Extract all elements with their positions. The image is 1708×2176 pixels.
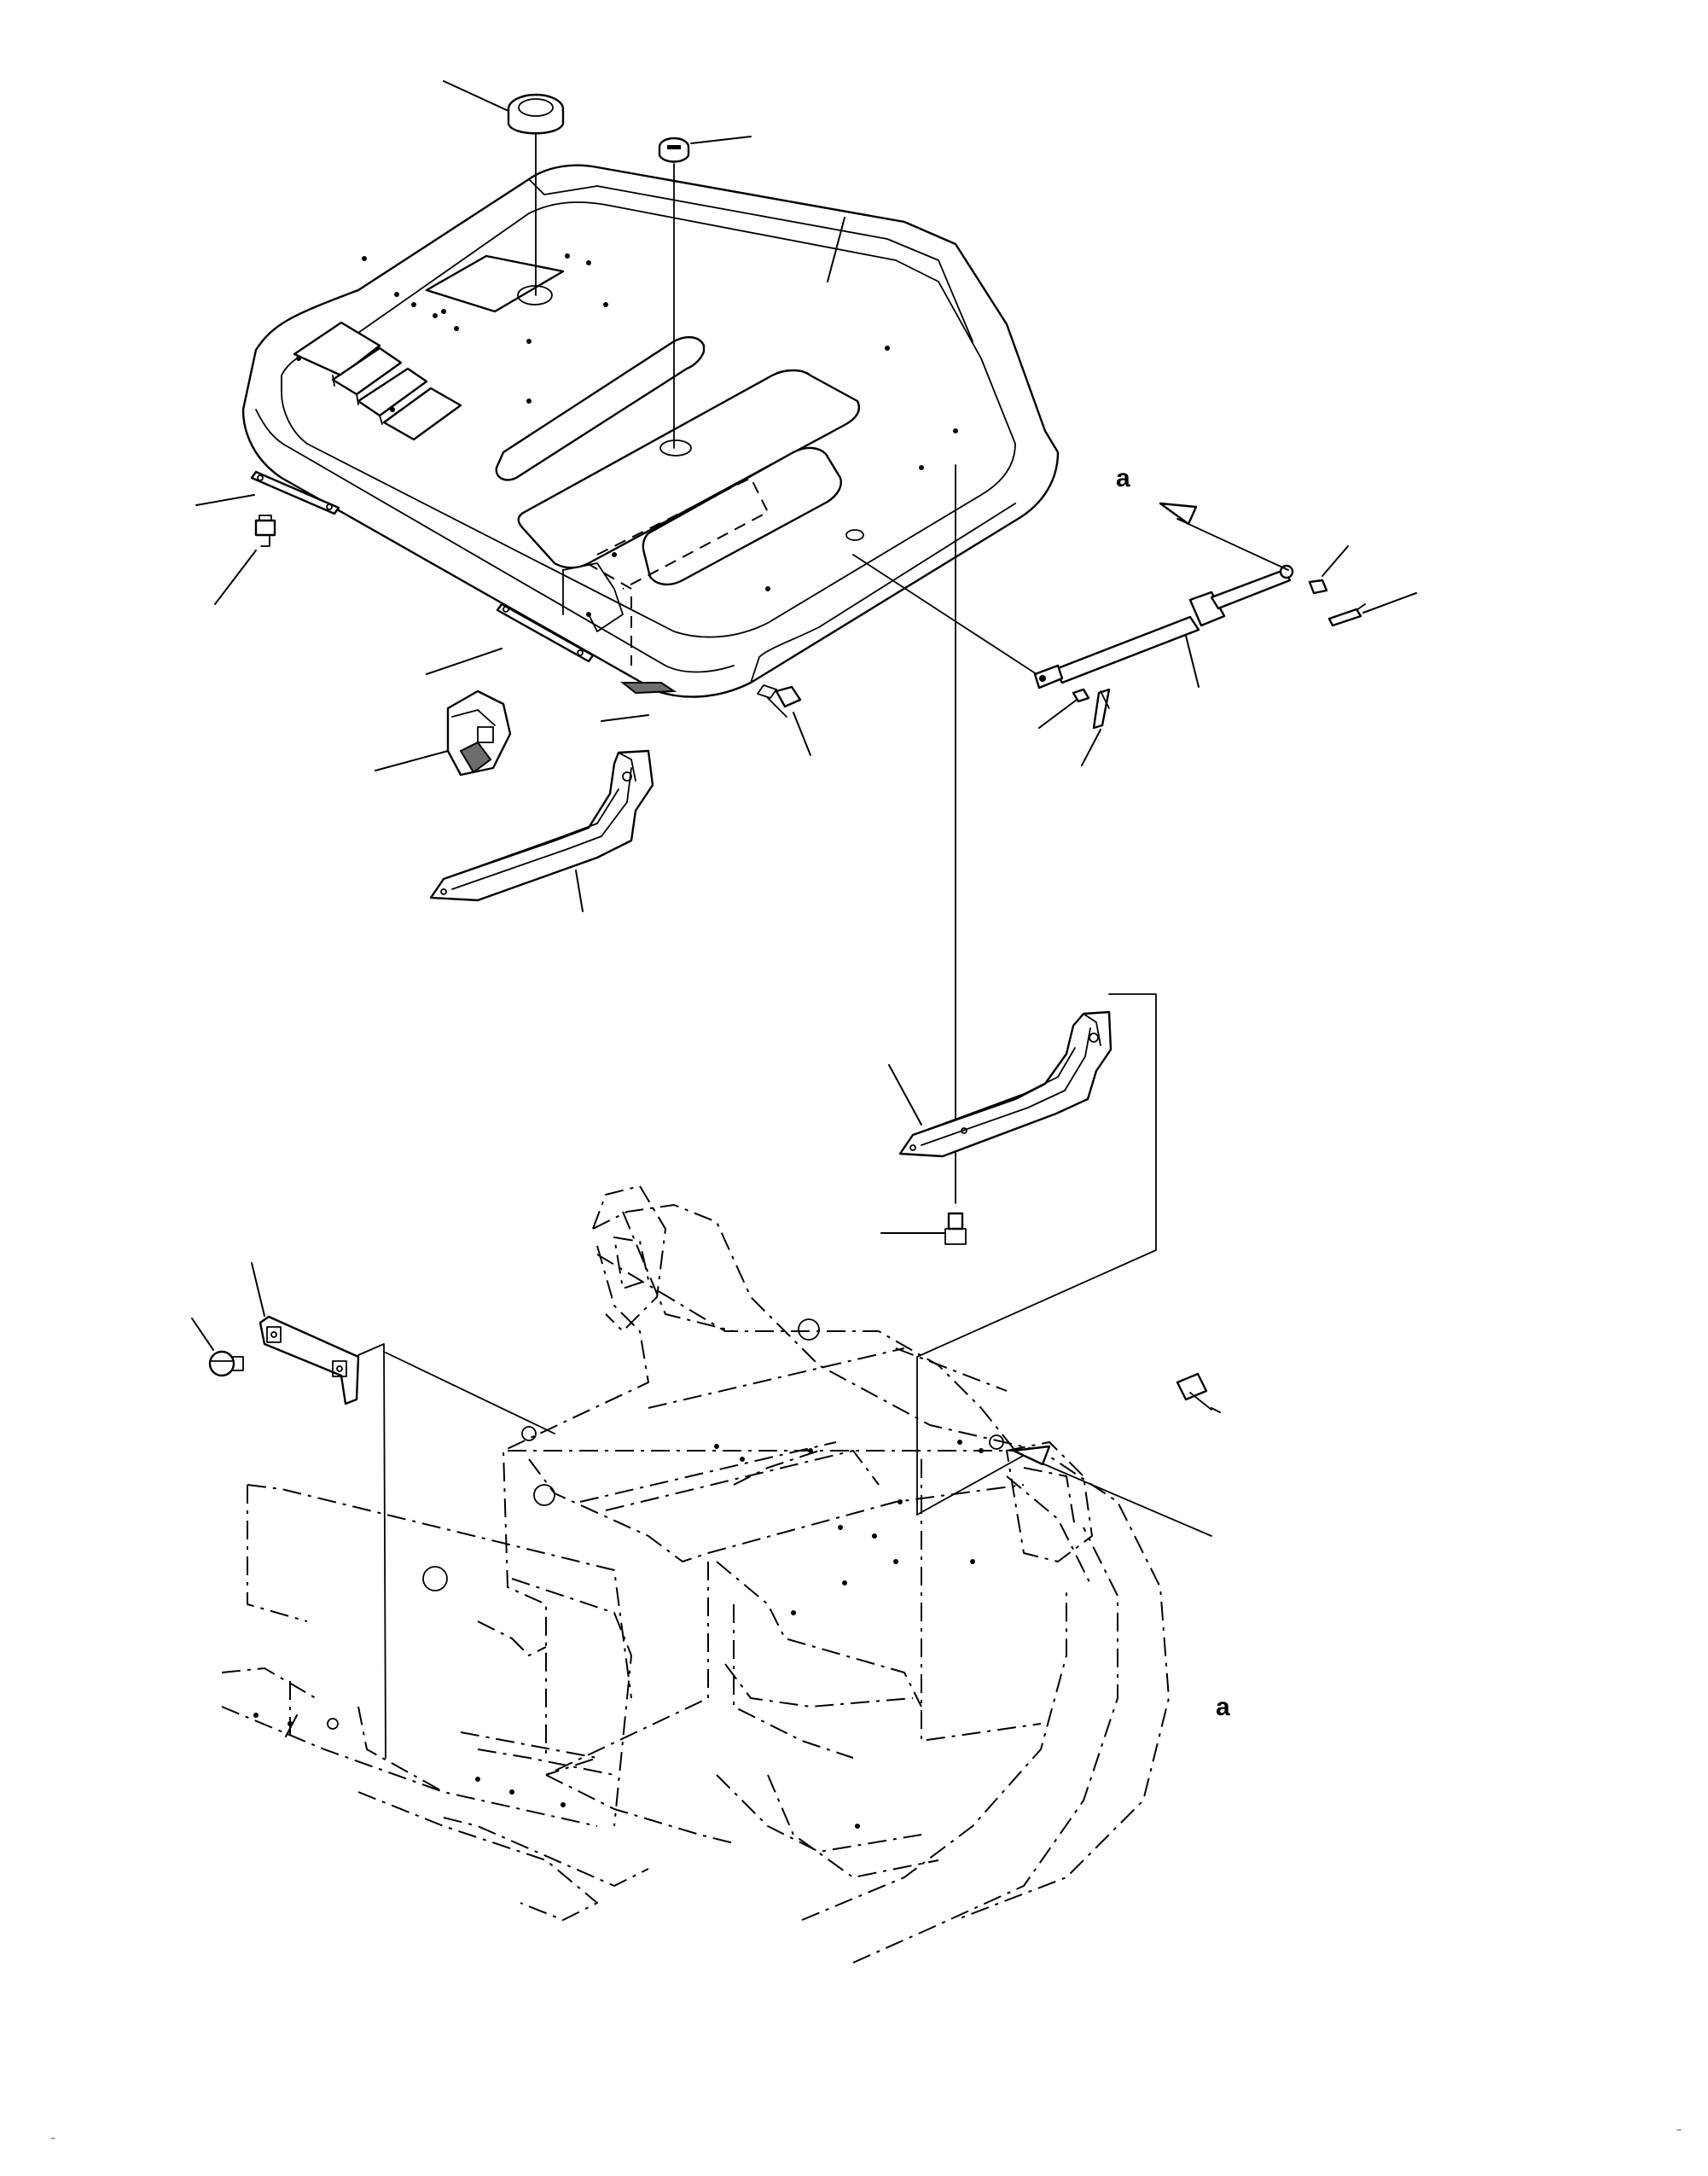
snap-pin-lower xyxy=(1092,688,1111,730)
small-gray-pad xyxy=(620,682,677,695)
floor-frame xyxy=(221,1185,1170,1964)
hinge-bolt-lower xyxy=(944,1212,967,1245)
reference-label-upper: a xyxy=(1116,464,1130,492)
gas-spring-nut-lower xyxy=(1072,688,1090,703)
floor-holes xyxy=(253,1440,984,1829)
side-bolt-right xyxy=(1176,1372,1212,1411)
rubber-plug-small xyxy=(658,137,690,163)
leader-lines xyxy=(191,80,1417,1737)
gas-spring xyxy=(1033,564,1294,689)
lower-hinge-arm xyxy=(898,1010,1113,1158)
upper-hinge-arm xyxy=(429,749,654,902)
gas-spring-nut-right xyxy=(1308,579,1328,595)
floor-cover xyxy=(241,164,1060,698)
reference-arrow-lower: a xyxy=(1012,1445,1230,1721)
snap-pin-right xyxy=(1327,603,1366,627)
left-screw xyxy=(254,515,276,547)
reference-arrow-upper: a xyxy=(1116,464,1289,571)
left-strip-plate xyxy=(250,470,340,515)
center-strip-plate xyxy=(496,602,595,663)
rubber-plug-large xyxy=(507,93,565,135)
hinge-block xyxy=(446,689,512,777)
side-bolt-left xyxy=(208,1350,244,1377)
hinge-bolt-upper xyxy=(757,684,802,718)
corner-marks xyxy=(50,2129,1682,2139)
reference-label-lower: a xyxy=(1216,1693,1230,1721)
left-bracket-plate xyxy=(259,1315,360,1405)
